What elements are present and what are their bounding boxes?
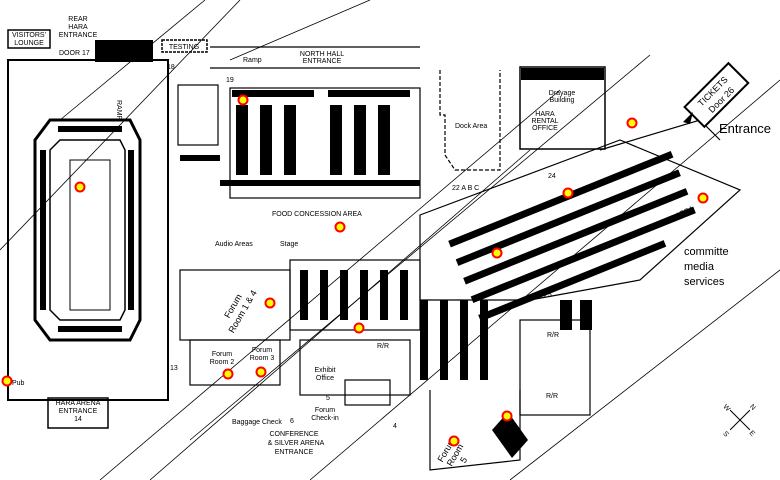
food-concession-label: FOOD CONCESSION AREA xyxy=(272,211,362,218)
location-marker[interactable] xyxy=(448,435,460,447)
conference-entrance-label-2: & SILVER ARENA xyxy=(268,440,325,447)
n25-label: 25 xyxy=(544,292,552,299)
n19-label: 19 xyxy=(226,77,234,84)
compass-icon: N E S W xyxy=(721,403,757,438)
forum-5-label-3: 5 xyxy=(458,455,469,464)
north-hall-label-2: ENTRANCE xyxy=(303,58,342,65)
rr-label: R/R xyxy=(377,343,389,350)
rental-office-label-2: RENTAL xyxy=(531,118,558,125)
location-marker[interactable] xyxy=(501,410,513,422)
location-marker[interactable] xyxy=(353,322,365,334)
n4-label: 4 xyxy=(393,423,397,430)
visitors-lounge-box xyxy=(7,29,51,49)
location-marker[interactable] xyxy=(264,297,276,309)
testing-box xyxy=(161,39,208,53)
n13-label: 13 xyxy=(170,365,178,372)
committee-label: committe xyxy=(684,246,729,258)
drayage-hatch xyxy=(521,68,604,80)
east-hall-booths xyxy=(448,150,696,322)
location-marker[interactable] xyxy=(222,368,234,380)
n18-label: 18 xyxy=(167,64,175,71)
rear-entrance-label: REAR xyxy=(68,16,87,23)
rental-office-label: HARA xyxy=(535,111,555,118)
location-marker[interactable] xyxy=(334,221,346,233)
visitors-lounge-label: VISITORS' xyxy=(12,32,46,39)
arrow-icon xyxy=(683,112,693,124)
location-marker[interactable] xyxy=(697,192,709,204)
n24-label: 24 xyxy=(548,173,556,180)
services-label: services xyxy=(684,276,725,288)
rear-entrance-label-2: HARA xyxy=(68,24,88,31)
pub-label: Pub xyxy=(12,380,25,387)
compass-e: E xyxy=(748,430,756,438)
north-hall xyxy=(177,46,421,199)
forum-checkin-label: Forum xyxy=(315,407,335,414)
dock-area xyxy=(439,70,501,171)
location-marker[interactable] xyxy=(626,117,638,129)
drayage-building xyxy=(519,66,606,150)
visitors-lounge-label-2: LOUNGE xyxy=(14,40,44,47)
location-marker[interactable] xyxy=(562,187,574,199)
conference-entrance-label-3: ENTRANCE xyxy=(275,449,314,456)
rr-label-2: R/R xyxy=(547,332,559,339)
central-hall xyxy=(179,259,591,471)
baggage-check-label: Baggage Check xyxy=(232,419,282,426)
hatched-area xyxy=(95,40,153,62)
exhibit-office-label: Exhibit xyxy=(314,367,335,374)
exhibit-office-label-2: Office xyxy=(316,375,334,382)
entrance-label: Entrance xyxy=(719,121,771,136)
rental-office-label-3: OFFICE xyxy=(532,125,558,132)
stage-label: Stage xyxy=(280,241,298,248)
drayage-label-2: Building xyxy=(550,97,575,104)
location-marker[interactable] xyxy=(237,94,249,106)
compass-w: W xyxy=(721,404,731,414)
audio-areas-label: Audio Areas xyxy=(215,241,253,248)
compass-n: N xyxy=(748,403,757,412)
door17-label: DOOR 17 xyxy=(59,50,90,57)
conference-entrance-label: CONFERENCE xyxy=(269,431,318,438)
hara-arena xyxy=(7,59,169,429)
location-marker[interactable] xyxy=(255,366,267,378)
n5-label: 5 xyxy=(326,395,330,402)
ramp-vertical-label: RAMP xyxy=(115,100,122,121)
forum-3-label-2: Room 3 xyxy=(250,355,275,362)
rr-label-3: R/R xyxy=(546,393,558,400)
stairs-diamond xyxy=(492,412,528,458)
tickets-sign: TICKETS Door 26 xyxy=(683,61,750,129)
dock-area-label: Dock Area xyxy=(455,123,487,130)
arena-entrance-label-3: 14 xyxy=(74,416,82,423)
testing-label: TESTING xyxy=(169,44,199,51)
forum-2-label: Forum xyxy=(212,351,232,358)
location-marker[interactable] xyxy=(1,375,13,387)
n6-label: 6 xyxy=(290,418,294,425)
ramp-label: Ramp xyxy=(243,57,262,64)
location-marker[interactable] xyxy=(74,181,86,193)
arena-entrance-label-2: ENTRANCE xyxy=(59,408,98,415)
location-marker[interactable] xyxy=(491,247,503,259)
forum-3-label: Forum xyxy=(252,347,272,354)
central-booths xyxy=(300,270,592,380)
forum-checkin-label-2: Check-in xyxy=(311,415,339,422)
media-label: media xyxy=(684,261,715,273)
drayage-label: Drayage xyxy=(549,90,576,97)
arena-entrance-label: HARA ARENA xyxy=(56,400,101,407)
compass-s: S xyxy=(721,430,729,438)
n22-label: 22 A B C xyxy=(452,185,479,192)
location-markers xyxy=(1,94,709,447)
arena-seating xyxy=(40,126,134,332)
rear-entrance-label-3: ENTRANCE xyxy=(59,32,98,39)
north-hall-booths xyxy=(180,90,420,186)
flea-area-label: FLEA AREA xyxy=(658,205,695,227)
forum-2-label-2: Room 2 xyxy=(210,359,235,366)
north-hall-label: NORTH HALL xyxy=(300,51,344,58)
